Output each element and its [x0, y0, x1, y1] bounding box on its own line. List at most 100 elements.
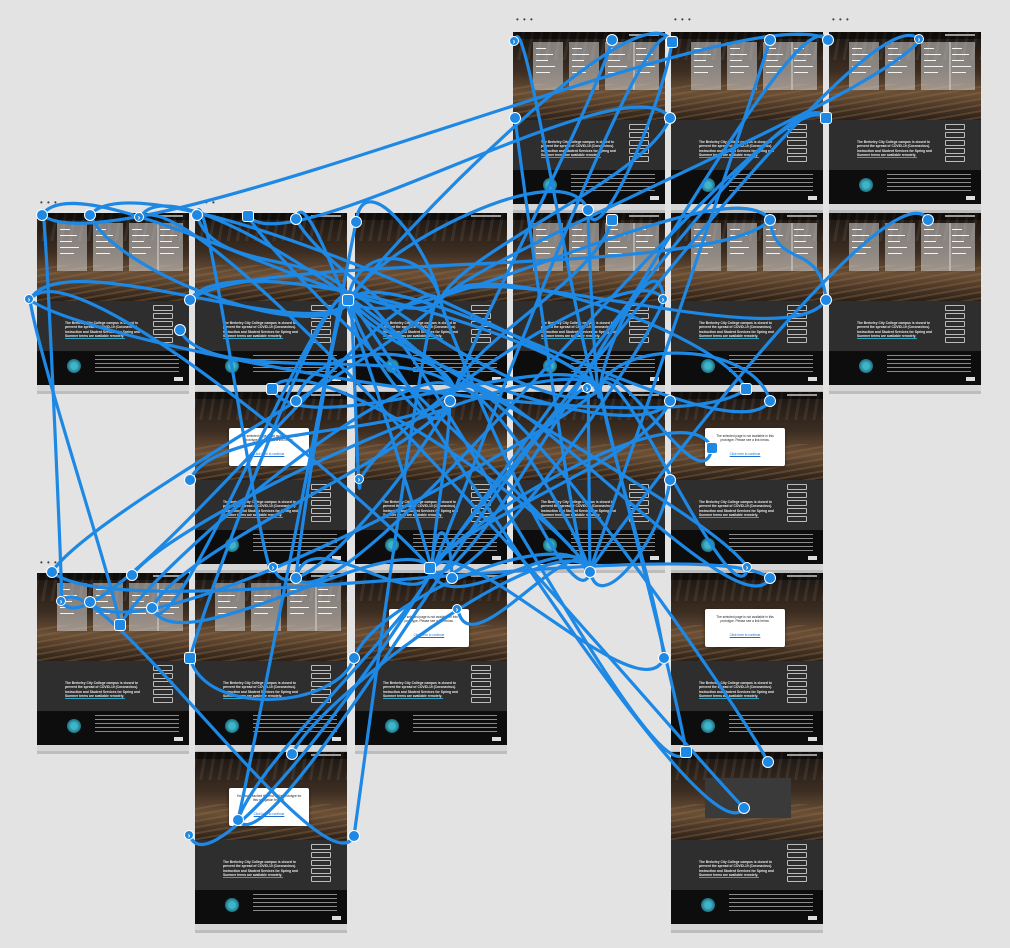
footer-column[interactable]: [283, 894, 313, 912]
announcement-link[interactable]: [383, 338, 443, 339]
footer-column[interactable]: [149, 715, 179, 733]
quick-link-button[interactable]: [629, 337, 649, 343]
menu-item[interactable]: [96, 247, 115, 248]
menu-item[interactable]: [766, 235, 783, 236]
menu-item[interactable]: [730, 247, 749, 248]
menu-item[interactable]: [318, 613, 332, 614]
menu-item[interactable]: [952, 48, 962, 49]
announcement-link[interactable]: [65, 698, 125, 699]
menu-item[interactable]: [766, 241, 778, 242]
quick-link-button[interactable]: [471, 500, 491, 506]
menu-item[interactable]: [290, 613, 304, 614]
nav-links[interactable]: [471, 575, 501, 577]
menu-item[interactable]: [766, 247, 785, 248]
menu-item[interactable]: [608, 235, 625, 236]
dropdown-menu-panel[interactable]: [633, 42, 659, 90]
menu-item[interactable]: [132, 247, 151, 248]
hotspot-icon[interactable]: [820, 294, 832, 306]
next-arrow-icon[interactable]: ›: [24, 294, 34, 304]
menu-item[interactable]: [96, 607, 115, 608]
menu-item[interactable]: [132, 241, 144, 242]
artboard[interactable]: The Berkeley City College campus is clos…: [671, 32, 823, 210]
dropdown-menu-panel[interactable]: [569, 42, 599, 90]
hotspot-icon[interactable]: [664, 474, 676, 486]
menu-item[interactable]: [572, 247, 591, 248]
social-icons[interactable]: [332, 377, 341, 381]
nav-links[interactable]: [787, 394, 817, 396]
artboard[interactable]: The Berkeley City College campus is clos…: [355, 392, 507, 570]
artboard[interactable]: The Berkeley City College campus is clos…: [513, 32, 665, 210]
menu-item[interactable]: [730, 253, 744, 254]
dropdown-menu-panel[interactable]: [921, 42, 951, 90]
quick-link-button[interactable]: [311, 665, 331, 671]
link-anchor-icon[interactable]: [266, 383, 278, 395]
menu-item[interactable]: [694, 54, 711, 55]
menu-item[interactable]: [132, 595, 149, 596]
quick-link-button[interactable]: [787, 484, 807, 490]
menu-item[interactable]: [160, 607, 179, 608]
social-icons[interactable]: [492, 556, 501, 560]
dialog-continue-link[interactable]: Click here to continue: [253, 452, 285, 456]
menu-item[interactable]: [694, 60, 706, 61]
menu-item[interactable]: [694, 241, 706, 242]
menu-item[interactable]: [536, 48, 546, 49]
dropdown-menu-panel[interactable]: [569, 223, 599, 271]
menu-item[interactable]: [852, 235, 869, 236]
menu-item[interactable]: [694, 72, 708, 73]
social-icons[interactable]: [808, 556, 817, 560]
quick-link-button[interactable]: [787, 313, 807, 319]
menu-item[interactable]: [852, 66, 871, 67]
link-anchor-icon[interactable]: [606, 214, 618, 226]
menu-item[interactable]: [794, 253, 808, 254]
menu-item[interactable]: [924, 72, 938, 73]
footer-column[interactable]: [95, 715, 125, 733]
artboard-menu-label[interactable]: • • •: [674, 15, 692, 24]
footer-column[interactable]: [625, 174, 655, 192]
footer-column[interactable]: [917, 174, 947, 192]
menu-item[interactable]: [536, 241, 548, 242]
menu-item[interactable]: [254, 589, 264, 590]
menu-item[interactable]: [730, 48, 740, 49]
menu-item[interactable]: [794, 60, 806, 61]
dropdown-menu-panel[interactable]: [763, 42, 793, 90]
menu-item[interactable]: [254, 595, 271, 596]
quick-link-button[interactable]: [471, 337, 491, 343]
quick-link-button[interactable]: [311, 492, 331, 498]
quick-link-button[interactable]: [787, 681, 807, 687]
menu-item[interactable]: [60, 253, 74, 254]
nav-links[interactable]: [471, 394, 501, 396]
quick-link-button[interactable]: [471, 697, 491, 703]
quick-link-button[interactable]: [629, 148, 649, 154]
menu-item[interactable]: [96, 589, 106, 590]
social-icons[interactable]: [966, 196, 975, 200]
quick-link-button[interactable]: [153, 673, 173, 679]
footer-column[interactable]: [149, 355, 179, 373]
menu-item[interactable]: [852, 54, 869, 55]
nav-links[interactable]: [629, 34, 659, 36]
dropdown-menu-panel[interactable]: [849, 42, 879, 90]
next-arrow-icon[interactable]: ›: [268, 562, 278, 572]
menu-item[interactable]: [132, 601, 144, 602]
menu-item[interactable]: [730, 241, 742, 242]
menu-item[interactable]: [730, 229, 740, 230]
quick-link-button[interactable]: [945, 313, 965, 319]
nav-links[interactable]: [629, 215, 659, 217]
quick-link-button[interactable]: [311, 500, 331, 506]
menu-item[interactable]: [888, 247, 907, 248]
menu-item[interactable]: [536, 60, 548, 61]
footer-column[interactable]: [729, 174, 759, 192]
artboard[interactable]: The Berkeley City College campus is clos…: [195, 573, 347, 751]
menu-item[interactable]: [852, 253, 866, 254]
menu-item[interactable]: [608, 60, 620, 61]
dropdown-menu-panel[interactable]: [129, 223, 159, 271]
menu-item[interactable]: [794, 229, 804, 230]
quick-link-button[interactable]: [787, 516, 807, 522]
menu-item[interactable]: [794, 247, 813, 248]
quick-link-button[interactable]: [311, 681, 331, 687]
artboard[interactable]: The Berkeley City College campus is clos…: [671, 392, 823, 570]
menu-item[interactable]: [160, 247, 179, 248]
footer-column[interactable]: [571, 355, 601, 373]
menu-item[interactable]: [218, 589, 228, 590]
dropdown-menu-panel[interactable]: [791, 42, 817, 90]
